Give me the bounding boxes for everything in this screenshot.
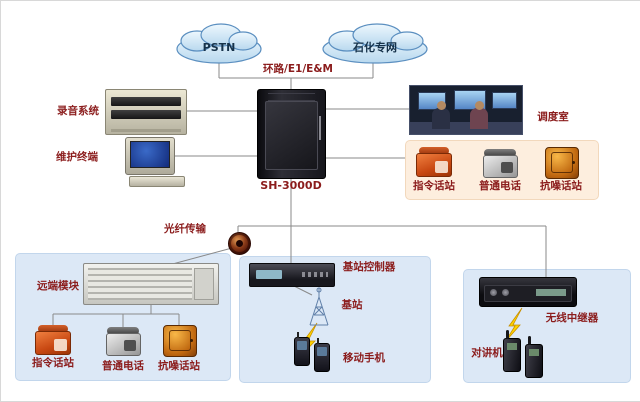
mobile-phone-icon [314, 338, 330, 372]
recording-server-icon [105, 89, 187, 135]
walkie-talkie-label: 对讲机 [471, 347, 503, 359]
ordinary-phone-icon [482, 149, 518, 178]
remote-noise-phone-label: 抗噪话站 [158, 360, 200, 372]
ordinary-phone-label: 普通电话 [479, 180, 521, 192]
command-phone-label: 指令话站 [413, 180, 455, 192]
operator-head [437, 101, 446, 110]
terminal-screen [130, 141, 170, 168]
remote-command-phone-label: 指令话站 [32, 357, 74, 369]
walkie-talkie-icon [503, 330, 521, 372]
pstn-cloud-label: PSTN [202, 40, 236, 54]
remote-module-label: 远端模块 [37, 280, 79, 292]
server-base [111, 129, 181, 132]
base-station-antenna-icon [305, 287, 333, 327]
private-network-cloud-icon: 石化专网 [319, 21, 431, 67]
noise-proof-phone-icon [163, 325, 197, 357]
console-desk [410, 122, 522, 134]
command-phone-icon [35, 325, 71, 355]
noise-proof-phone-icon [545, 147, 579, 179]
ordinary-phone-icon [105, 327, 141, 356]
maintenance-terminal-label: 维护终端 [56, 151, 98, 163]
cabinet-vent [268, 93, 315, 101]
base-controller-label: 基站控制器 [342, 261, 396, 273]
server-bay [111, 110, 181, 119]
remote-ordinary-phone-label: 普通电话 [102, 360, 144, 372]
mobile-phone-icon [294, 332, 310, 366]
maintenance-terminal-icon [125, 137, 175, 175]
fiber-transmission-label: 光纤传输 [164, 223, 206, 235]
exchange-cabinet-icon [257, 89, 326, 179]
operator-head [475, 101, 484, 110]
operator-silhouette [470, 101, 488, 129]
remote-module-rack-icon [83, 263, 219, 305]
recording-system-label: 录音系统 [57, 105, 99, 117]
noise-proof-phone-label: 抗噪话站 [540, 180, 582, 192]
server-bay [111, 97, 181, 106]
coil-hole [236, 240, 243, 247]
dispatch-room-label: 调度室 [537, 111, 569, 123]
wireless-repeater-label: 无线中继器 [545, 312, 599, 324]
base-controller-icon [249, 263, 335, 287]
operator-silhouette [432, 101, 450, 129]
pstn-cloud-icon: PSTN [173, 21, 265, 67]
mobile-phone-label: 移动手机 [343, 352, 385, 364]
base-station-label: 基站 [341, 299, 363, 311]
cabinet-handle [319, 116, 321, 140]
cabinet-door [265, 101, 318, 170]
walkie-talkie-icon [525, 336, 543, 378]
terminal-keyboard-icon [129, 176, 185, 187]
wireless-repeater-icon [479, 277, 577, 307]
command-phone-icon [416, 147, 452, 177]
private-network-cloud-label: 石化专网 [353, 41, 397, 54]
cabinet-model-label: SH-3000D [260, 179, 322, 192]
console-screen [492, 92, 517, 109]
trunk-label: 环路/E1/E&M [263, 63, 333, 75]
fiber-coil-icon [228, 232, 251, 255]
dispatch-room-photo [409, 85, 523, 135]
